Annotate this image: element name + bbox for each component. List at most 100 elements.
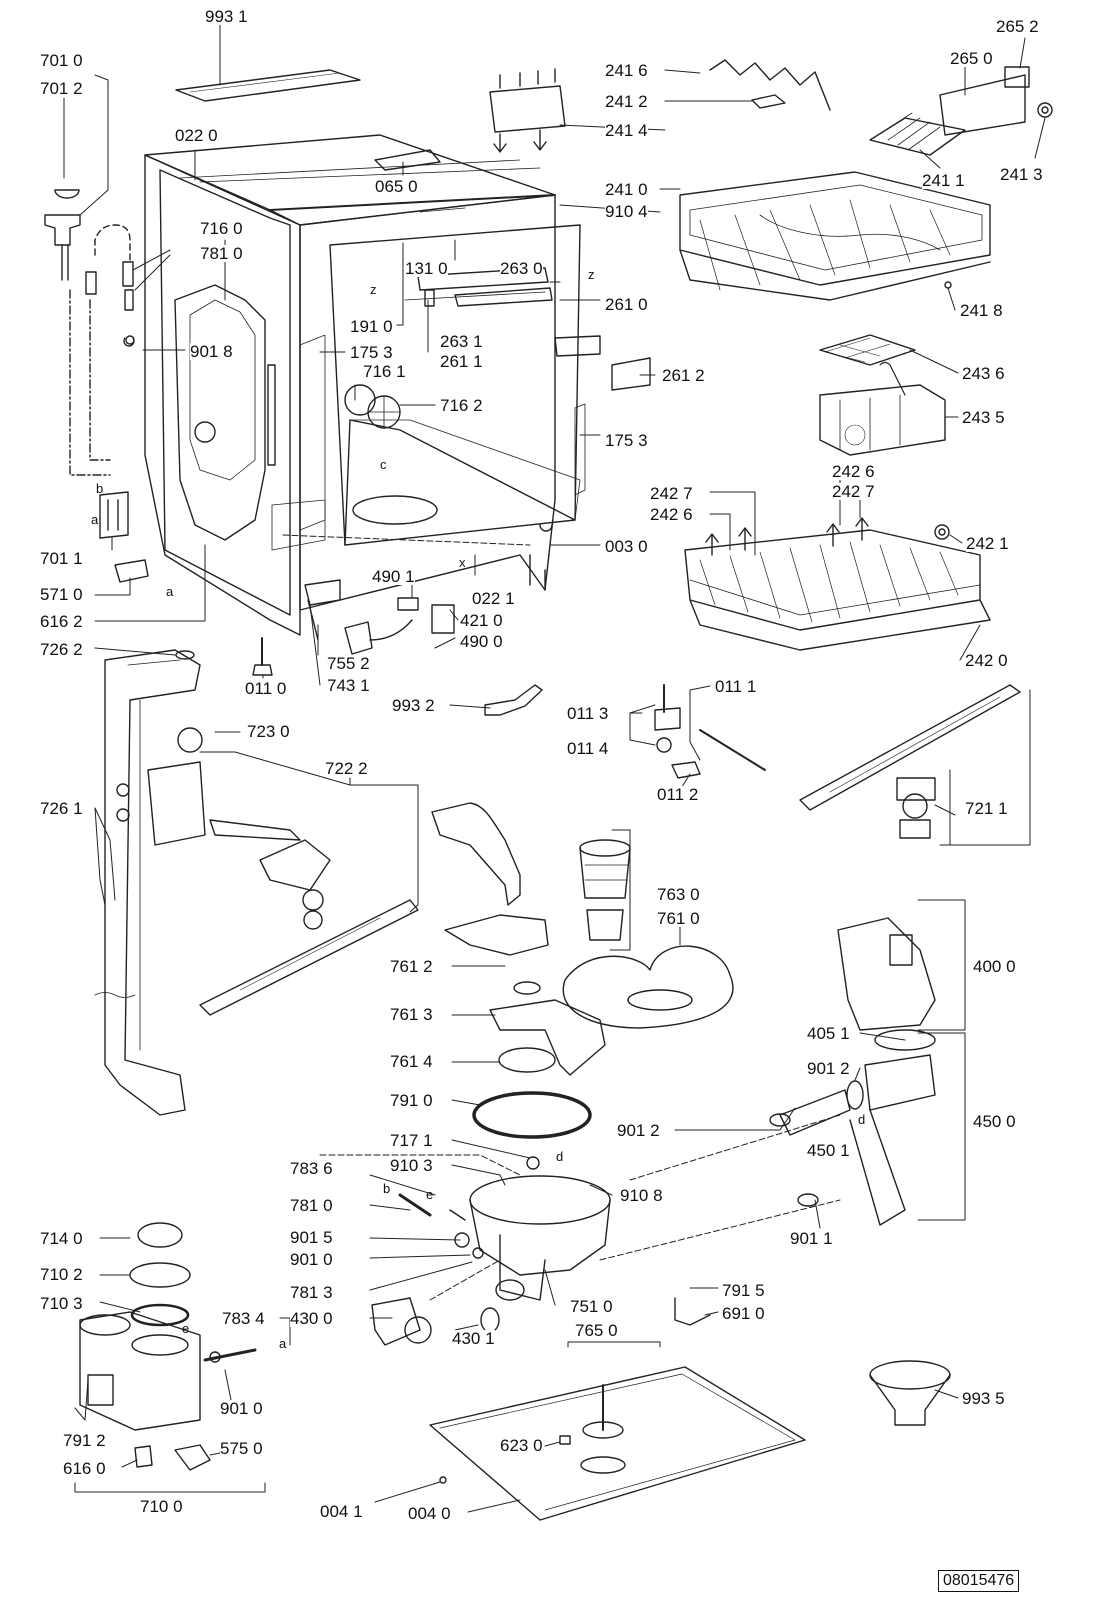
part-710-softener-assembly — [79, 1222, 257, 1471]
label-003-0: 003 0 — [605, 537, 648, 556]
label-726-1: 726 1 — [40, 799, 83, 818]
part-721-1-upper-spray-arm — [799, 684, 1021, 839]
letter-a-1: a — [91, 512, 99, 527]
label-241-0: 241 0 — [605, 180, 648, 199]
label-910-3: 910 3 — [390, 1156, 433, 1175]
label-710-2: 710 2 — [40, 1265, 83, 1284]
label-011-2: 011 2 — [657, 785, 699, 804]
label-761-2: 761 2 — [390, 957, 433, 976]
label-761-0: 761 0 — [657, 909, 700, 928]
part-765-0-base-plate — [429, 1366, 806, 1521]
label-901-2-a: 901 2 — [807, 1059, 850, 1078]
label-781-3: 781 3 — [290, 1283, 333, 1302]
label-716-2: 716 2 — [440, 396, 483, 415]
part-011-foot-assembly — [123, 337, 766, 779]
label-450-1: 450 1 — [807, 1141, 850, 1160]
label-175-3-b: 175 3 — [605, 431, 648, 450]
document-id-box: 08015476 — [938, 1570, 1020, 1592]
label-571-0: 571 0 — [40, 585, 83, 604]
label-901-8: 901 8 — [190, 342, 233, 361]
letter-b-1: b — [96, 481, 104, 496]
label-726-2: 726 2 — [40, 640, 83, 659]
part-726-spray-tube — [94, 649, 201, 1116]
label-265-0: 265 0 — [950, 49, 993, 68]
label-710-0: 710 0 — [140, 1497, 183, 1516]
label-721-1: 721 1 — [965, 799, 1008, 818]
label-701-1: 701 1 — [40, 549, 83, 568]
label-241-6: 241 6 — [605, 61, 648, 80]
label-781-0-b: 781 0 — [290, 1196, 333, 1215]
label-901-5: 901 5 — [290, 1228, 333, 1247]
letter-d-1: d — [556, 1149, 564, 1164]
part-722-2-lower-spray-arm — [147, 727, 419, 1016]
label-430-1: 430 1 — [452, 1329, 495, 1348]
label-241-1: 241 1 — [922, 171, 965, 190]
label-723-0: 723 0 — [247, 722, 290, 741]
label-710-3: 710 3 — [40, 1294, 83, 1313]
label-241-8: 241 8 — [960, 301, 1003, 320]
label-722-2: 722 2 — [325, 759, 368, 778]
label-242-6-a: 242 6 — [832, 462, 875, 481]
label-755-2: 755 2 — [327, 654, 370, 673]
label-261-2: 261 2 — [662, 366, 705, 385]
letter-d-2: d — [858, 1112, 866, 1127]
letter-a-2: a — [166, 584, 174, 599]
label-901-2-b: 901 2 — [617, 1121, 660, 1140]
label-910-4: 910 4 — [605, 202, 648, 221]
part-022-0-tub-frame — [144, 134, 651, 636]
label-743-1: 743 1 — [327, 676, 370, 695]
part-701-hose-assembly — [44, 189, 149, 583]
label-421-0: 421 0 — [460, 611, 503, 630]
label-490-0: 490 0 — [460, 632, 503, 651]
part-763-filter-cylinder — [579, 839, 631, 941]
label-011-1: 011 1 — [715, 677, 757, 696]
label-717-1: 717 1 — [390, 1131, 433, 1150]
label-791-5: 791 5 — [722, 1281, 765, 1300]
label-616-0: 616 0 — [63, 1459, 106, 1478]
label-623-0: 623 0 — [500, 1436, 543, 1455]
letter-b-2: b — [383, 1181, 391, 1196]
part-761-0-filter-plate — [562, 945, 734, 1029]
part-761-assembly — [431, 802, 606, 1076]
label-242-1: 242 1 — [966, 534, 1009, 553]
label-011-3: 011 3 — [567, 704, 609, 723]
label-783-4: 783 4 — [222, 1309, 265, 1328]
label-175-3-a: 175 3 — [350, 343, 393, 362]
label-701-0: 701 0 — [40, 51, 83, 70]
label-265-2: 265 2 — [996, 17, 1039, 36]
label-004-1: 004 1 — [320, 1502, 363, 1521]
label-242-6-b: 242 6 — [650, 505, 693, 524]
label-763-0: 763 0 — [657, 885, 700, 904]
letter-c: c — [380, 457, 387, 472]
label-242-7-a: 242 7 — [650, 484, 693, 503]
label-022-0: 022 0 — [175, 126, 218, 145]
letter-z-2: z — [588, 267, 595, 282]
label-241-3: 241 3 — [1000, 165, 1043, 184]
label-011-0: 011 0 — [245, 679, 287, 698]
label-450-0: 450 0 — [973, 1112, 1016, 1131]
label-242-0: 242 0 — [965, 651, 1008, 670]
part-241-upper-basket — [489, 59, 1053, 301]
label-261-1: 261 1 — [440, 352, 483, 371]
label-191-0: 191 0 — [350, 317, 393, 336]
part-243-cutlery-basket — [819, 334, 946, 456]
label-263-0: 263 0 — [500, 259, 543, 278]
label-993-2: 993 2 — [392, 696, 435, 715]
label-131-0: 131 0 — [405, 259, 448, 278]
label-263-1: 263 1 — [440, 332, 483, 351]
part-450-drain-pump-assembly — [769, 917, 936, 1226]
label-490-1: 490 1 — [372, 567, 415, 586]
label-242-7-b: 242 7 — [832, 482, 875, 501]
label-765-0: 765 0 — [575, 1321, 618, 1340]
leader-lines — [63, 21, 1046, 1513]
label-065-0: 065 0 — [375, 177, 418, 196]
label-243-6: 243 6 — [962, 364, 1005, 383]
label-261-0: 261 0 — [605, 295, 648, 314]
part-791-0-gasket — [472, 1091, 592, 1139]
label-701-2: 701 2 — [40, 79, 83, 98]
letter-e-1: e — [426, 1187, 434, 1202]
part-751-0-sump — [469, 1156, 611, 1301]
label-901-1: 901 1 — [790, 1229, 833, 1248]
label-783-6: 783 6 — [290, 1159, 333, 1178]
